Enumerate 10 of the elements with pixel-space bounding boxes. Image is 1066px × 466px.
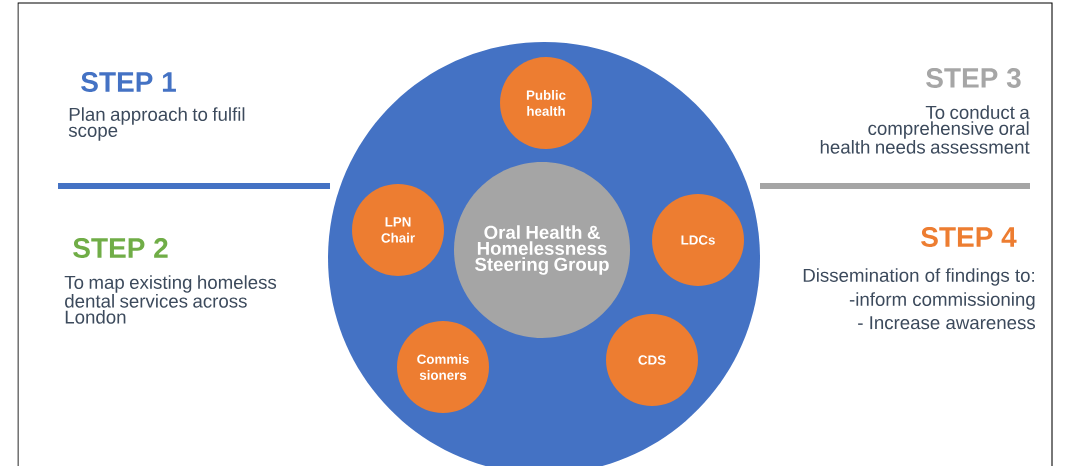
step-description: Plan approach to fulfil scope — [68, 107, 245, 141]
step-heading: STEP 1 — [81, 72, 176, 92]
step-heading: STEP 3 — [926, 68, 1021, 88]
step-description: To map existing homeless dental services across London — [64, 275, 277, 324]
step-description: -inform commissioning — [849, 292, 1035, 310]
step-heading: STEP 2 — [73, 238, 168, 258]
step-description: To conduct a comprehensive oral health needs assessment — [820, 105, 1030, 154]
step-description: - Increase awareness — [858, 316, 1035, 330]
step-description: Dissemination of findings to: — [803, 268, 1034, 286]
step-heading: STEP 4 — [921, 227, 1017, 247]
